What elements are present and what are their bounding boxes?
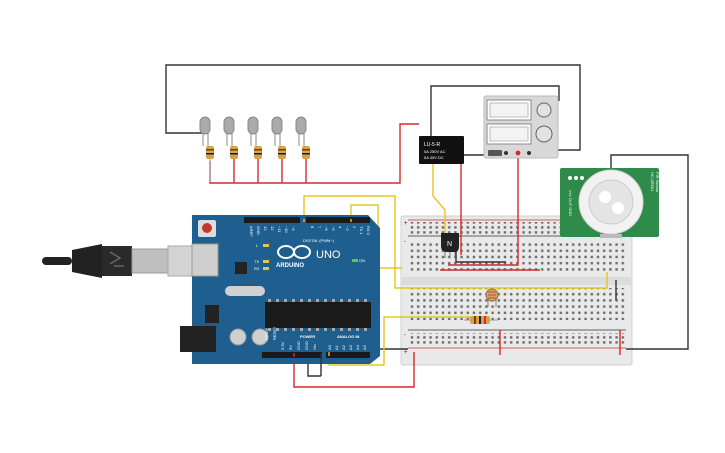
svg-text:~11: ~11 bbox=[277, 226, 282, 233]
wire-pin-led bbox=[350, 204, 402, 269]
svg-text:A0: A0 bbox=[327, 344, 332, 350]
svg-text:RX 0: RX 0 bbox=[366, 226, 371, 236]
breadboard-plus-top: + bbox=[404, 221, 408, 227]
relay-title: LU-5-R bbox=[424, 142, 441, 148]
led-1 bbox=[199, 116, 211, 146]
svg-text:~9: ~9 bbox=[291, 226, 296, 231]
svg-text:13: 13 bbox=[263, 226, 268, 231]
svg-text:~10: ~10 bbox=[284, 226, 289, 234]
photoresistor bbox=[485, 288, 499, 307]
pir-model-label: HC-SR501 bbox=[650, 172, 655, 192]
power-pin-labels: IOREF RESET 3.3V 5V GND GND Vin bbox=[264, 326, 317, 350]
svg-text:4: 4 bbox=[338, 226, 343, 229]
svg-text:AREF: AREF bbox=[249, 226, 254, 237]
svg-text:~3: ~3 bbox=[345, 226, 350, 231]
relay-rating-ac: 5A 250V AC bbox=[424, 149, 446, 154]
led-3 bbox=[247, 116, 259, 146]
led-label-l: L bbox=[256, 243, 259, 248]
pir-name-label: PIR Sensor bbox=[655, 172, 660, 193]
led-2 bbox=[223, 116, 235, 146]
analog-header bbox=[326, 352, 370, 358]
transistor-label: N bbox=[447, 241, 452, 248]
wire-led-positive bbox=[209, 123, 419, 184]
svg-text:Vin: Vin bbox=[312, 344, 317, 350]
arduino-logo-icon bbox=[277, 245, 311, 259]
digital-pin-labels: AREF GND 13 12 ~11 ~10 ~9 8 7 ~6 ~5 4 ~3… bbox=[249, 226, 371, 237]
svg-text:TX 1: TX 1 bbox=[359, 226, 364, 235]
arduino-model: UNO bbox=[316, 249, 341, 261]
svg-text:IOREF: IOREF bbox=[264, 327, 269, 340]
terminal-positive bbox=[515, 150, 521, 156]
arduino-brand: ARDUINO bbox=[276, 263, 304, 269]
wire-pin-relay bbox=[303, 195, 608, 289]
svg-text:A4: A4 bbox=[355, 344, 360, 350]
analog-label: ANALOG IN bbox=[337, 334, 360, 339]
wire-transistor-base bbox=[432, 151, 446, 238]
arduino-uno: ARDUINO UNO DIGITAL (PWM~) POWER ANALOG … bbox=[180, 215, 380, 364]
svg-text:GND: GND bbox=[296, 341, 301, 350]
usb-cable bbox=[42, 244, 195, 278]
pir-sensor: Vcc OUT GND HC-SR501 PIR Sensor bbox=[560, 168, 660, 238]
power-label: POWER bbox=[300, 334, 315, 339]
led-array bbox=[199, 116, 307, 146]
wire-transistor-emitter bbox=[455, 251, 506, 263]
analog-pin-labels: A0 A1 A2 A3 A4 A5 bbox=[327, 344, 367, 350]
svg-text:8: 8 bbox=[310, 226, 315, 229]
digital-header-right bbox=[306, 217, 370, 223]
svg-text:3.3V: 3.3V bbox=[280, 341, 285, 350]
svg-text:~6: ~6 bbox=[324, 226, 329, 231]
led-4 bbox=[271, 116, 283, 146]
wire-5v-red bbox=[293, 352, 415, 388]
power-header bbox=[262, 352, 322, 358]
breadboard-plus-bottom: + bbox=[404, 350, 408, 356]
wire-led-ground-loop bbox=[165, 64, 581, 151]
reset-button-icon bbox=[202, 223, 212, 233]
svg-text:RESET: RESET bbox=[272, 326, 277, 340]
svg-text:7: 7 bbox=[317, 226, 322, 229]
wire-supply-loop bbox=[430, 85, 560, 156]
svg-text:A2: A2 bbox=[341, 344, 346, 350]
pir-pin-labels: Vcc OUT GND bbox=[568, 190, 573, 216]
digital-header-left bbox=[244, 217, 300, 223]
breadboard-minus-top: - bbox=[404, 239, 406, 245]
svg-text:A3: A3 bbox=[348, 344, 353, 350]
led-label-rx: RX bbox=[254, 266, 260, 271]
relay: LU-5-R 5A 250V AC 5A 30V DC bbox=[419, 136, 464, 164]
knob-voltage bbox=[536, 102, 552, 118]
svg-text:2: 2 bbox=[352, 226, 357, 229]
breadboard-minus-bottom: - bbox=[404, 332, 406, 338]
svg-text:GND: GND bbox=[256, 226, 261, 235]
svg-text:A1: A1 bbox=[334, 344, 339, 350]
svg-text:12: 12 bbox=[270, 226, 275, 231]
led-resistors bbox=[206, 146, 310, 183]
svg-text:GND: GND bbox=[304, 341, 309, 350]
transistor: N bbox=[441, 233, 459, 258]
power-supply bbox=[483, 95, 559, 159]
on-label: ON bbox=[359, 258, 365, 263]
led-5 bbox=[295, 116, 307, 146]
svg-text:A5: A5 bbox=[362, 344, 367, 350]
terminal-negative bbox=[504, 151, 508, 155]
knob-current bbox=[535, 125, 553, 143]
wire-supply-positive bbox=[448, 155, 519, 266]
breadboard: + - - + bbox=[400, 215, 633, 366]
resistor-ldr bbox=[464, 316, 498, 324]
svg-text:5V: 5V bbox=[288, 345, 293, 350]
relay-rating-dc: 5A 30V DC bbox=[424, 155, 444, 160]
digital-label: DIGITAL (PWM~) bbox=[303, 238, 335, 243]
resistor-led-1 bbox=[206, 146, 214, 182]
svg-text:~5: ~5 bbox=[331, 226, 336, 231]
led-label-tx: TX bbox=[254, 259, 259, 264]
